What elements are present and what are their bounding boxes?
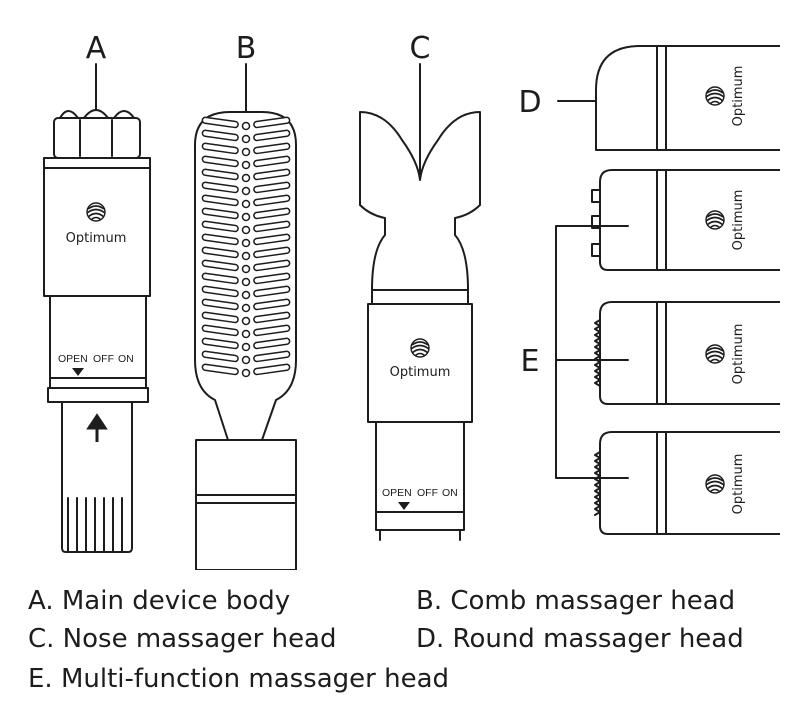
legend-d: D. Round massager head xyxy=(416,624,744,654)
nose-head-c xyxy=(359,63,481,541)
brand-mark-e2: Optimum xyxy=(731,324,746,385)
multi-head-e xyxy=(555,169,780,535)
legend-e: E. Multi-function massager head xyxy=(28,664,450,694)
brand-mark-e3: Optimum xyxy=(731,454,746,515)
switch-off-c: OFF xyxy=(417,487,438,499)
legend-b: B. Comb massager head xyxy=(416,586,736,616)
label-e: E xyxy=(521,344,540,379)
label-a: A xyxy=(86,31,107,66)
label-b: B xyxy=(236,31,257,66)
legend-c: C. Nose massager head xyxy=(28,624,337,654)
comb-pins xyxy=(201,116,291,378)
label-c: C xyxy=(410,31,431,66)
brand-mark-a: Optimum xyxy=(66,231,127,246)
switch-on-c: ON xyxy=(442,487,458,499)
switch-open-a: OPEN xyxy=(58,353,88,365)
comb-head-b xyxy=(194,63,297,570)
brand-mark-e1: Optimum xyxy=(731,190,746,251)
legend-a: A. Main device body xyxy=(28,586,291,616)
brand-mark-c: Optimum xyxy=(390,365,451,380)
brand-mark-d: Optimum xyxy=(731,66,746,127)
label-d: D xyxy=(518,85,541,120)
switch-open-c: OPEN xyxy=(382,487,412,499)
switch-on-a: ON xyxy=(118,353,134,365)
diagram-drawing: A B C D E Optimum Optimum Optimum Optimu… xyxy=(43,31,780,570)
round-head-d xyxy=(557,45,780,151)
device-a xyxy=(43,63,151,553)
switch-off-a: OFF xyxy=(93,353,114,365)
